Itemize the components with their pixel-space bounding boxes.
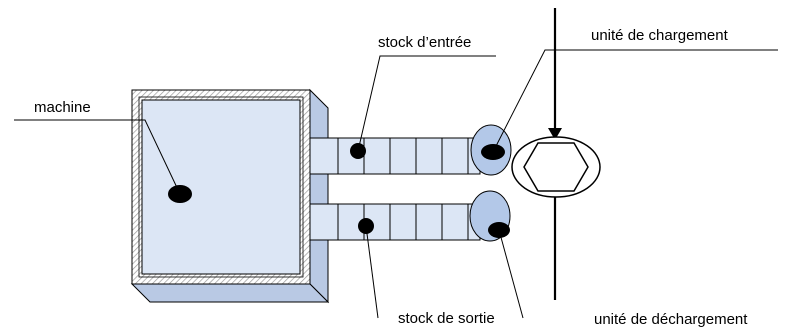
machine-box — [130, 88, 330, 304]
unit-hexagon — [523, 142, 589, 192]
unloading-unit-label: unité de déchargement — [594, 311, 748, 328]
output-stock-label: stock de sortie — [398, 310, 495, 327]
input-stock-conveyor — [309, 137, 481, 175]
transfer-unit — [511, 8, 601, 300]
machine-side-face — [309, 88, 329, 304]
machine-front-face — [141, 99, 301, 275]
machine-label: machine — [34, 99, 91, 116]
input-stock-label: stock d’entrée — [378, 34, 471, 51]
leader-lines — [14, 49, 778, 319]
loading-unit-label: unité de chargement — [591, 27, 729, 44]
output-stock-conveyor — [309, 203, 481, 241]
machine-bottom-face — [130, 283, 330, 303]
rail-arrowhead — [548, 128, 562, 140]
